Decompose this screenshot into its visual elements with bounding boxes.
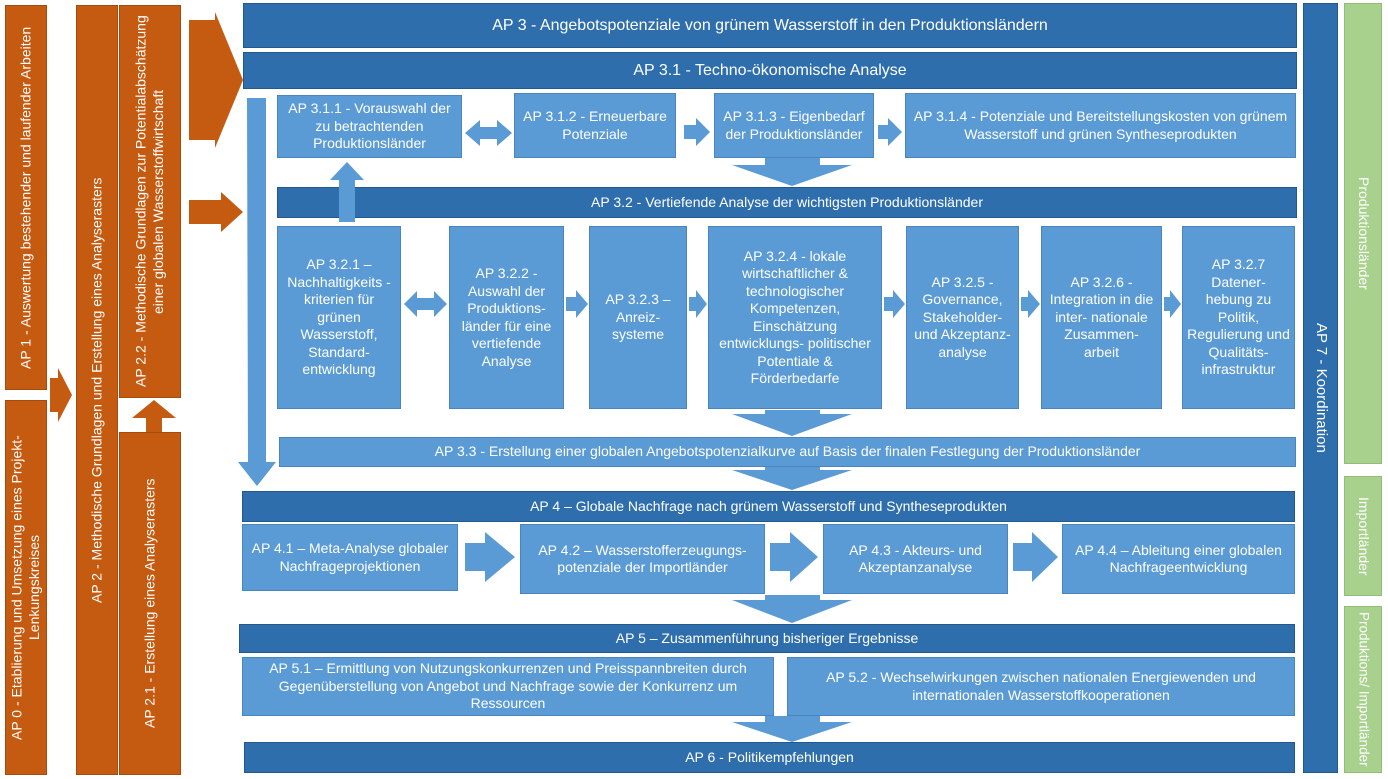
ap44-box: AP 4.4 – Ableitung einer globalen Nachfr…: [1062, 524, 1295, 594]
ap41-box: AP 4.1 – Meta-Analyse globaler Nachfrage…: [242, 524, 458, 591]
ap31-title: AP 3.1 - Techno-ökonomische Analyse: [633, 61, 907, 79]
arrow-ap4-to-ap5: [732, 595, 852, 623]
ap4-header: AP 4 – Globale Nachfrage nach grünem Was…: [242, 491, 1295, 522]
ap31-header: AP 3.1 - Techno-ökonomische Analyse: [243, 52, 1297, 89]
ap326-box: AP 3.2.6 - Integration in die inter- nat…: [1041, 226, 1162, 409]
ap313-label: AP 3.1.3 - Eigenbedarf der Produktionslä…: [723, 108, 865, 142]
ap52-box: AP 5.2 - Wechselwirkungen zwischen natio…: [787, 657, 1295, 716]
ap32-title: AP 3.2 - Vertiefende Analyse der wichtig…: [591, 193, 983, 210]
ap43-box: AP 4.3 - Akteurs- und Akzeptanzanalyse: [823, 524, 1008, 594]
ap42-box: AP 4.2 – Wasserstofferzeugungs- potenzia…: [520, 524, 765, 594]
ap325-label: AP 3.2.5 - Governance, Stakeholder- und …: [914, 273, 1011, 360]
ap32-header: AP 3.2 - Vertiefende Analyse der wichtig…: [277, 187, 1297, 218]
arrow-ap22-lower: [189, 192, 243, 232]
ap0-label: AP 0 - Etablierung und Umsetzung eines P…: [8, 435, 43, 740]
importlaender-label: Importländer: [1355, 496, 1372, 576]
arrow-ap21-to-ap22: [132, 400, 176, 432]
arrow-ap31-to-ap32: [732, 158, 852, 186]
arrow-ap323-to-ap324: [689, 290, 707, 318]
ap322-label: AP 3.2.2 - Auswahl der Produktions- länd…: [461, 265, 552, 369]
arrow-ap0-to-ap2: [50, 368, 72, 422]
ap327-box: AP 3.2.7 Datener- hebung zu Politik, Reg…: [1182, 226, 1295, 409]
ap314-label: AP 3.1.4 - Potenziale und Bereitstellung…: [913, 108, 1288, 142]
arrow-ap312-to-ap313: [684, 118, 710, 146]
ap325-box: AP 3.2.5 - Governance, Stakeholder- und …: [906, 226, 1019, 409]
ap321-box: AP 3.2.1 – Nachhaltigkeits -kriterien fü…: [277, 226, 401, 409]
produktionslaender-label-box: Produktionsländer: [1344, 3, 1382, 464]
ap311-label: AP 3.1.1 - Vorauswahl der zu betrachtend…: [288, 100, 451, 152]
ap311-box: AP 3.1.1 - Vorauswahl der zu betrachtend…: [277, 95, 462, 158]
ap314-box: AP 3.1.4 - Potenziale und Bereitstellung…: [905, 93, 1296, 158]
ap2-label: AP 2 - Methodische Grundlagen und Erstel…: [88, 177, 105, 603]
ap4-title: AP 4 – Globale Nachfrage nach grünem Was…: [530, 497, 1007, 514]
arrow-ap322-to-ap323: [566, 290, 588, 318]
arrow-ap324-to-ap325: [884, 290, 905, 318]
ap22-box: AP 2.2 - Methodische Grundlagen zur Pote…: [119, 5, 181, 398]
ap21-label: AP 2.1 - Erstellung eines Analyserasters: [141, 478, 158, 729]
ap7-box: AP 7 - Koordination: [1303, 3, 1338, 773]
produktionslaender-label: Produktionsländer: [1355, 177, 1372, 290]
ap313-box: AP 3.1.3 - Eigenbedarf der Produktionslä…: [714, 93, 874, 158]
ap324-label: AP 3.2.4 - lokale wirtschaftlicher & tec…: [719, 247, 871, 387]
arrow-ap42-to-ap43: [770, 532, 818, 582]
ap312-label: AP 3.1.2 - Erneuerbare Potenziale: [523, 108, 667, 142]
ap21-box: AP 2.1 - Erstellung eines Analyserasters: [119, 432, 181, 775]
ap52-label: AP 5.2 - Wechselwirkungen zwischen natio…: [826, 669, 1256, 703]
ap327-label: AP 3.2.7 Datener- hebung zu Politik, Reg…: [1187, 256, 1290, 378]
arrow-ap313-to-ap314: [878, 118, 902, 146]
ap312-box: AP 3.1.2 - Erneuerbare Potenziale: [514, 93, 676, 158]
arrow-ap32-to-ap33: [732, 410, 852, 436]
ap42-label: AP 4.2 – Wasserstofferzeugungs- potenzia…: [538, 541, 747, 576]
ap321-label: AP 3.2.1 – Nachhaltigkeits -kriterien fü…: [287, 256, 391, 378]
ap51-box: AP 5.1 – Ermittlung von Nutzungskonkurre…: [242, 657, 774, 716]
ap44-label: AP 4.4 – Ableitung einer globalen Nachfr…: [1075, 541, 1282, 576]
arrow-ap326-to-ap327: [1164, 290, 1181, 318]
ap3-header: AP 3 - Angebotspotenziale von grünem Was…: [243, 3, 1297, 48]
ap322-box: AP 3.2.2 - Auswahl der Produktions- länd…: [449, 226, 564, 409]
arrow-ap41-to-ap42: [465, 532, 515, 582]
ap51-label: AP 5.1 – Ermittlung von Nutzungskonkurre…: [269, 660, 747, 712]
ap43-label: AP 4.3 - Akteurs- und Akzeptanzanalyse: [849, 541, 982, 576]
ap7-label: AP 7 - Koordination: [1312, 323, 1330, 453]
ap33-label: AP 3.3 - Erstellung einer globalen Angeb…: [434, 443, 1141, 460]
importlaender-label-box: Importländer: [1344, 476, 1382, 596]
double-arrow-ap311-ap312: [465, 120, 512, 146]
arrow-ap5-to-ap6: [732, 716, 852, 742]
ap5-title: AP 5 – Zusammenführung bisheriger Ergebn…: [615, 629, 919, 646]
ap1-box: AP 1 - Auswertung bestehender und laufen…: [5, 5, 47, 390]
arrow-ap43-to-ap44: [1013, 532, 1058, 582]
ap41-label: AP 4.1 – Meta-Analyse globaler Nachfrage…: [251, 540, 449, 574]
produktions-importlaender-label-box: Produktions/ Importländer: [1344, 606, 1382, 773]
ap1-label: AP 1 - Auswertung bestehender und laufen…: [17, 26, 34, 369]
ap2-box: AP 2 - Methodische Grundlagen und Erstel…: [76, 5, 118, 775]
ap33-box: AP 3.3 - Erstellung einer globalen Angeb…: [279, 437, 1296, 467]
arrow-ap22-upper: [189, 12, 243, 148]
ap22-label: AP 2.2 - Methodische Grundlagen zur Pote…: [132, 15, 167, 388]
ap324-box: AP 3.2.4 - lokale wirtschaftlicher & tec…: [708, 226, 882, 409]
ap6-label: AP 6 - Politikempfehlungen: [685, 748, 854, 765]
ap0-box: AP 0 - Etablierung und Umsetzung eines P…: [5, 400, 47, 775]
ap323-label: AP 3.2.3 – Anreiz- systeme: [605, 291, 671, 343]
ap5-header: AP 5 – Zusammenführung bisheriger Ergebn…: [239, 624, 1295, 653]
ap6-box: AP 6 - Politikempfehlungen: [244, 742, 1295, 773]
arrow-ap325-to-ap326: [1021, 290, 1040, 318]
arrow-ap33-to-ap4: [732, 467, 852, 490]
double-arrow-ap321-ap322: [404, 291, 447, 317]
ap323-box: AP 3.2.3 – Anreiz- systeme: [589, 226, 687, 409]
produktions-importlaender-label: Produktions/ Importländer: [1356, 612, 1372, 767]
ap3-title: AP 3 - Angebotspotenziale von grünem Was…: [492, 16, 1048, 34]
arrow-left-vertical: [238, 98, 276, 486]
ap326-label: AP 3.2.6 - Integration in die inter- nat…: [1049, 273, 1154, 360]
